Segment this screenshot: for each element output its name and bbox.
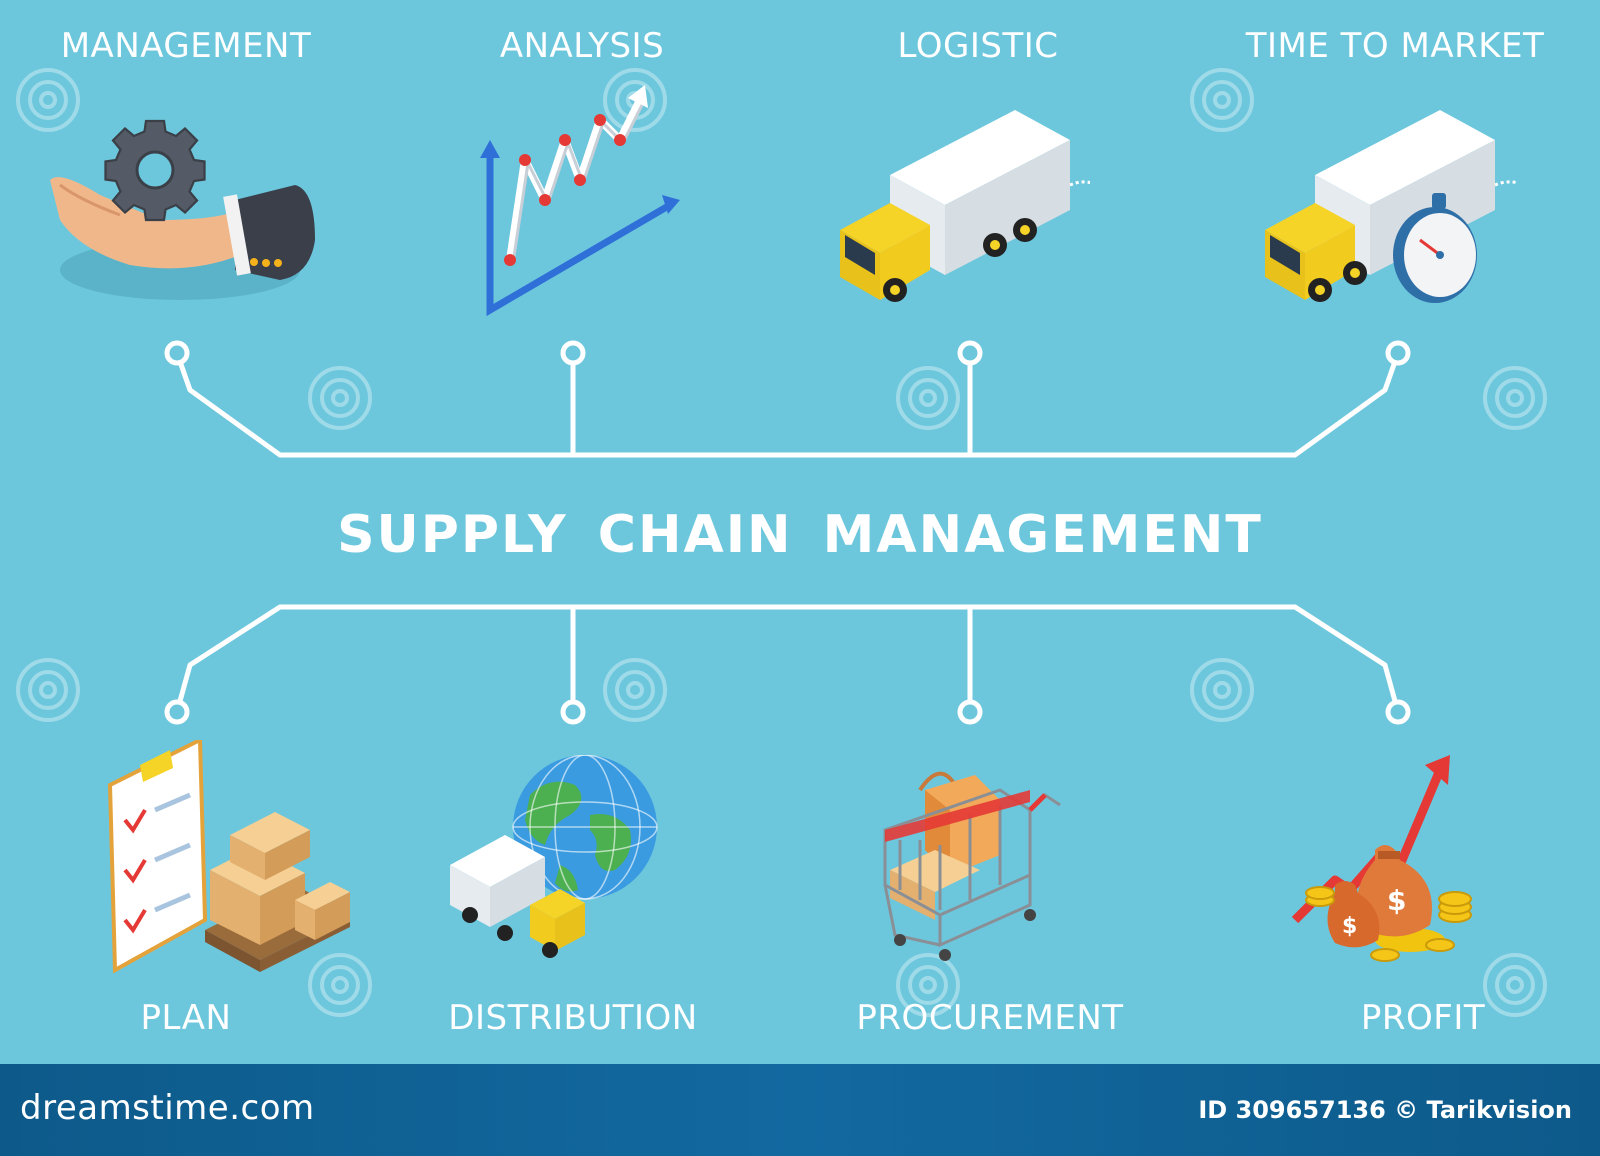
bottom-label-distribution: DISTRIBUTION (448, 998, 698, 1038)
watermark-swirl-icon (603, 658, 667, 722)
node-dot (164, 699, 190, 725)
node-dot (1385, 699, 1411, 725)
truck-stopwatch-icon (1265, 110, 1519, 303)
bottom-label-procurement: PROCUREMENT (856, 998, 1124, 1038)
diagram-canvas: MANAGEMENT ANALYSIS LOGISTIC TIME TO MAR… (16, 26, 1547, 1038)
bottom-label-plan: PLAN (140, 998, 232, 1038)
node-dot (957, 340, 983, 366)
top-connector-bus (174, 350, 1401, 458)
top-label-time-to-market: TIME TO MARKET (1245, 26, 1545, 66)
top-label-logistic: LOGISTIC (897, 26, 1059, 66)
globe-truck-icon (450, 755, 658, 958)
money-bags-icon: $ $ (1291, 755, 1472, 962)
node-dot (560, 699, 586, 725)
node-dot (957, 699, 983, 725)
watermark-swirl-icon (16, 658, 80, 722)
watermark-swirl-icon (1190, 68, 1254, 132)
delivery-truck-icon (840, 110, 1090, 302)
shopping-cart-icon (883, 771, 1061, 961)
watermark-swirl-icon (1483, 366, 1547, 430)
top-label-management: MANAGEMENT (60, 26, 312, 66)
watermark-swirl-icon (1483, 953, 1547, 1017)
svg-text:$: $ (1342, 914, 1357, 939)
node-dot (560, 340, 586, 366)
node-dot (1385, 340, 1411, 366)
watermark-swirl-icon (308, 366, 372, 430)
svg-text:$: $ (1387, 884, 1406, 917)
node-dot (164, 340, 190, 366)
footer-bar: dreamstime.com ID 309657136 © Tarikvisio… (0, 1064, 1600, 1156)
watermark-swirl-icon (1190, 658, 1254, 722)
diagram-title: SUPPLY CHAIN MANAGEMENT (337, 505, 1263, 565)
checklist-boxes-icon (107, 740, 350, 974)
top-label-analysis: ANALYSIS (499, 26, 665, 66)
growth-chart-icon (480, 85, 680, 317)
bottom-connector-bus (174, 604, 1401, 715)
footer-brand[interactable]: dreamstime.com (20, 1088, 315, 1128)
watermark-swirl-icon (896, 366, 960, 430)
bottom-label-profit: PROFIT (1360, 998, 1486, 1038)
hand-gear-icon (50, 119, 315, 300)
footer-credit: ID 309657136 © Tarikvision (1198, 1096, 1572, 1124)
